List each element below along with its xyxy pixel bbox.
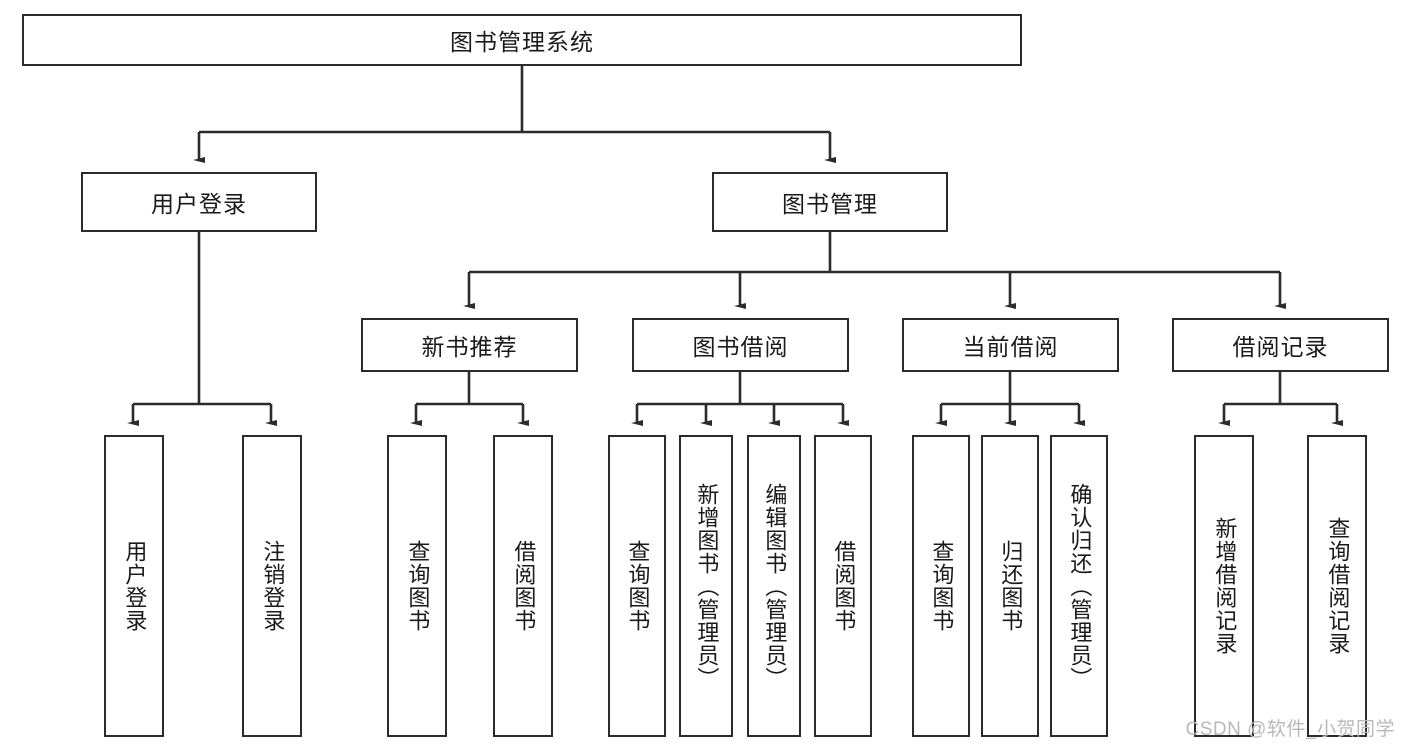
node-book-management[interactable]: 图书管理 [712,172,948,232]
leaf-return-book[interactable]: 归还图书 [981,435,1039,737]
leaf-add-book-admin[interactable]: 新增图书（管理员） [679,435,733,737]
leaf-user-login[interactable]: 用户登录 [104,435,164,737]
node-root-system[interactable]: 图书管理系统 [22,14,1022,66]
node-label: 借阅图书 [831,540,857,632]
leaf-query-book-recommend[interactable]: 查询图书 [387,435,447,737]
node-label: 用户登录 [151,191,247,217]
leaf-edit-book-admin[interactable]: 编辑图书（管理员） [747,435,801,737]
node-new-book-recommend[interactable]: 新书推荐 [361,318,578,372]
node-label: 图书管理 [782,191,878,217]
node-label: 图书管理系统 [450,29,594,55]
node-label: 查询图书 [405,540,431,632]
node-label: 新增图书（管理员） [694,482,720,690]
node-label: 确认归还（管理员） [1067,482,1093,690]
node-borrow-record[interactable]: 借阅记录 [1172,318,1389,372]
leaf-add-borrow-record[interactable]: 新增借阅记录 [1194,435,1254,737]
node-label: 借阅记录 [1232,334,1329,360]
node-current-borrow[interactable]: 当前借阅 [902,318,1119,372]
node-label: 编辑图书（管理员） [762,482,788,690]
node-label: 归还图书 [998,540,1024,632]
node-label: 借阅图书 [511,540,537,632]
node-label: 当前借阅 [962,334,1059,360]
node-book-borrow[interactable]: 图书借阅 [632,318,849,372]
leaf-query-book-borrow[interactable]: 查询图书 [608,435,666,737]
leaf-borrow-book-recommend[interactable]: 借阅图书 [493,435,553,737]
node-label: 图书借阅 [692,334,789,360]
node-label: 查询图书 [625,540,651,632]
leaf-confirm-return-admin[interactable]: 确认归还（管理员） [1050,435,1108,737]
node-label: 用户登录 [122,540,148,632]
leaf-logout-login[interactable]: 注销登录 [242,435,302,737]
node-label: 注销登录 [260,540,286,632]
node-label: 查询图书 [929,540,955,632]
node-user-login[interactable]: 用户登录 [81,172,317,232]
node-label: 新书推荐 [421,334,518,360]
leaf-query-book-current[interactable]: 查询图书 [912,435,970,737]
leaf-borrow-book[interactable]: 借阅图书 [814,435,872,737]
leaf-query-borrow-record[interactable]: 查询借阅记录 [1307,435,1367,737]
node-label: 查询借阅记录 [1325,517,1351,655]
node-label: 新增借阅记录 [1212,517,1238,655]
